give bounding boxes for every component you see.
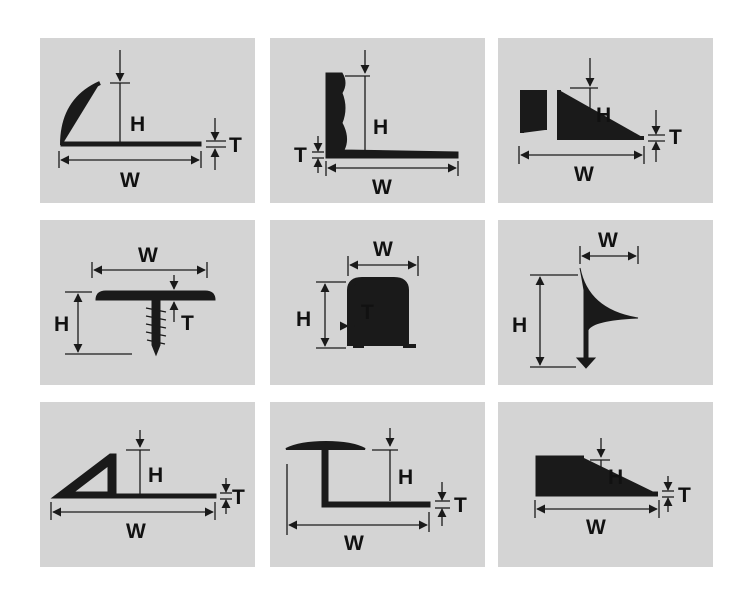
- profile-base: [111, 493, 217, 499]
- thickness-label: T: [361, 301, 374, 324]
- width-label: W: [586, 516, 606, 539]
- width-label: W: [120, 169, 140, 192]
- thickness-label: T: [181, 312, 194, 335]
- l-angle-diagram: H T W: [294, 50, 459, 199]
- j-edge-diagram: H T W: [534, 438, 691, 539]
- profile-j-edge: H T W: [498, 402, 713, 567]
- height-label: H: [54, 313, 69, 336]
- profile-shape: [535, 455, 658, 497]
- width-label: W: [373, 238, 393, 261]
- profile-t-cap-edge: H T W: [270, 402, 485, 567]
- profile-u-channel: W H T: [270, 220, 485, 385]
- width-label: W: [574, 163, 594, 186]
- profile-curved-edge: W H: [498, 220, 713, 385]
- t-profile-diagram: W H T: [54, 244, 216, 357]
- profile-shape: [347, 277, 409, 346]
- width-label: W: [344, 532, 364, 555]
- curved-edge-diagram: W H: [512, 229, 639, 369]
- t-cap-edge-diagram: H T W: [285, 428, 467, 555]
- profile-cap: [285, 440, 366, 450]
- height-label: H: [596, 104, 611, 127]
- u-channel-diagram: W H T: [296, 238, 419, 349]
- thickness-label: T: [678, 484, 691, 507]
- width-label: W: [126, 520, 146, 543]
- profile-shape: [60, 81, 101, 146]
- thickness-label: T: [454, 494, 467, 517]
- quarter-round-diagram: H T W: [58, 50, 242, 192]
- width-label: W: [598, 229, 618, 252]
- profile-stem: [151, 299, 161, 357]
- thickness-label: T: [229, 134, 242, 157]
- profile-shape: [50, 453, 117, 499]
- height-label: H: [608, 466, 623, 489]
- height-label: H: [373, 116, 388, 139]
- profile-shape: [575, 267, 639, 369]
- thickness-label: T: [294, 144, 307, 167]
- ramp-diagram: H T W: [50, 430, 245, 543]
- profile-base: [557, 90, 644, 140]
- profile-square-edge: H T W: [498, 38, 713, 203]
- height-label: H: [512, 314, 527, 337]
- profile-l-angle: H T W: [270, 38, 485, 203]
- width-label: W: [372, 176, 392, 199]
- thickness-label: T: [232, 486, 245, 509]
- height-label: H: [296, 308, 311, 331]
- profile-shape: [325, 72, 459, 159]
- profile-base: [321, 447, 431, 508]
- height-label: H: [130, 113, 145, 136]
- square-edge-diagram: H T W: [518, 58, 682, 186]
- profile-base: [60, 141, 202, 147]
- profile-ramp: H T W: [40, 402, 255, 567]
- profile-shape: [520, 90, 547, 133]
- profile-quarter-round: H T W: [40, 38, 255, 203]
- height-label: H: [148, 464, 163, 487]
- width-label: W: [138, 244, 158, 267]
- thickness-label: T: [669, 126, 682, 149]
- height-label: H: [398, 466, 413, 489]
- profile-t-profile: W H T: [40, 220, 255, 385]
- profile-cap: [95, 290, 216, 301]
